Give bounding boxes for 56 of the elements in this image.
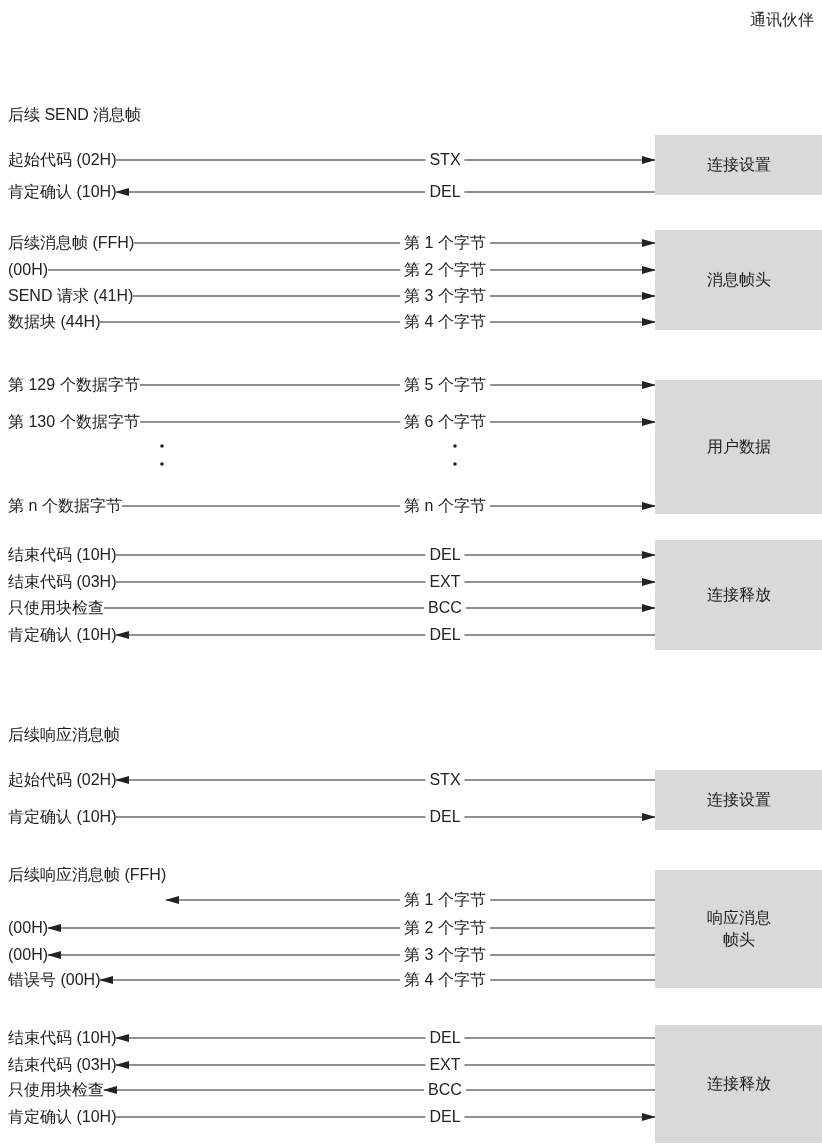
arrow — [115, 156, 656, 164]
field-label: 只使用块检查 — [8, 1079, 104, 1101]
field-label: 起始代码 (02H) — [8, 769, 117, 791]
field-label: (00H) — [8, 917, 48, 939]
section-heading: 后续 SEND 消息帧 — [8, 105, 142, 125]
field-label: (00H) — [8, 944, 48, 966]
field-label: 第 129 个数据字节 — [8, 374, 140, 396]
edge-label: 第 2 个字节 — [400, 918, 490, 938]
edge-label: 第 1 个字节 — [400, 233, 490, 253]
arrow — [115, 776, 656, 784]
arrow — [115, 1113, 656, 1121]
arrow — [115, 813, 656, 821]
process-box: 连接释放 — [655, 540, 822, 650]
field-label: 结束代码 (03H) — [8, 571, 117, 593]
edge-label: 第 5 个字节 — [400, 375, 490, 395]
process-box: 连接设置 — [655, 135, 822, 195]
edge-label: 第 1 个字节 — [400, 890, 490, 910]
edge-label: 第 3 个字节 — [400, 945, 490, 965]
section-heading: 后续响应消息帧 — [8, 725, 120, 745]
field-label: 错误号 (00H) — [8, 969, 101, 991]
edge-label: 第 3 个字节 — [400, 286, 490, 306]
process-box: 响应消息帧头 — [655, 870, 822, 988]
field-label: 数据块 (44H) — [8, 311, 101, 333]
arrow — [103, 604, 656, 612]
field-label: 第 130 个数据字节 — [8, 411, 140, 433]
field-label: SEND 请求 (41H) — [8, 285, 134, 307]
field-label: 起始代码 (02H) — [8, 149, 117, 171]
arrow — [115, 631, 656, 639]
field-label: 肯定确认 (10H) — [8, 806, 117, 828]
arrow — [115, 1061, 656, 1069]
field-label: 肯定确认 (10H) — [8, 1106, 117, 1128]
edge-label: 第 n 个字节 — [400, 496, 490, 516]
field-label: 只使用块检查 — [8, 597, 104, 619]
arrow — [103, 1086, 656, 1094]
process-box: 连接释放 — [655, 1025, 822, 1143]
process-box: 用户数据 — [655, 380, 822, 514]
edge-label: 第 6 个字节 — [400, 412, 490, 432]
field-label: 后续响应消息帧 (FFH) — [8, 864, 167, 906]
field-label: 后续消息帧 (FFH) — [8, 232, 135, 254]
field-label: 结束代码 (03H) — [8, 1054, 117, 1076]
field-label: 结束代码 (10H) — [8, 544, 117, 566]
process-box: 连接设置 — [655, 770, 822, 830]
arrow — [115, 551, 656, 559]
edge-label: 第 4 个字节 — [400, 970, 490, 990]
process-box: 消息帧头 — [655, 230, 822, 330]
field-label: 肯定确认 (10H) — [8, 181, 117, 203]
arrow — [115, 578, 656, 586]
edge-label: 第 2 个字节 — [400, 260, 490, 280]
arrow — [115, 188, 656, 196]
field-label: (00H) — [8, 259, 48, 281]
field-label: 第 n 个数据字节 — [8, 495, 122, 517]
column-heading: 通讯伙伴 — [750, 10, 814, 30]
arrow — [115, 1034, 656, 1042]
field-label: 肯定确认 (10H) — [8, 624, 117, 646]
field-label: 结束代码 (10H) — [8, 1027, 117, 1049]
edge-label: 第 4 个字节 — [400, 312, 490, 332]
